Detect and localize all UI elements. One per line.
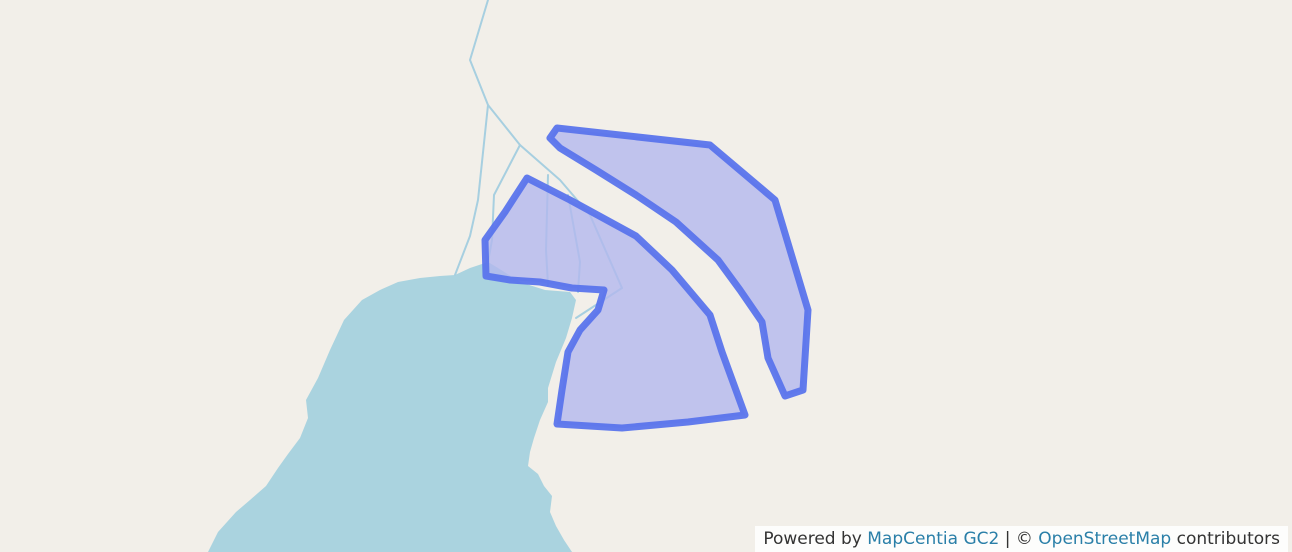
openstreetmap-link[interactable]: OpenStreetMap: [1038, 529, 1172, 549]
water-body: [208, 262, 576, 552]
selected-area-inner[interactable]: [481, 174, 749, 432]
mapcentia-gc2-link[interactable]: MapCentia GC2: [867, 529, 1000, 549]
attribution-contributors: contributors: [1176, 529, 1280, 549]
selected-area-outer[interactable]: [546, 124, 812, 400]
attribution-powered-by: Powered by: [763, 529, 862, 549]
map-attribution: Powered by MapCentia GC2 | © OpenStreetM…: [755, 526, 1288, 552]
attribution-copyright: ©: [1015, 529, 1033, 549]
river-main: [454, 0, 489, 276]
attribution-separator: |: [1004, 529, 1011, 549]
selected-areas[interactable]: [481, 124, 812, 432]
